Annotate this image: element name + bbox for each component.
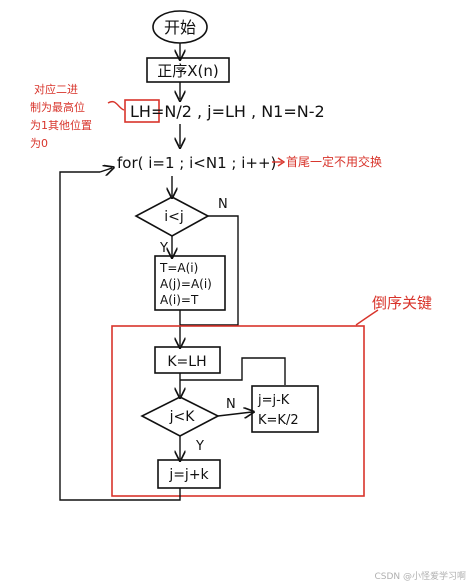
no-label-2: N bbox=[226, 397, 236, 412]
left-note-line-4: 为0 bbox=[30, 137, 48, 150]
j-add-box bbox=[157, 459, 221, 489]
left-note-arrow bbox=[107, 101, 125, 111]
left-annotation: 对应二进 制为最高位 为1其他位置 为0 bbox=[30, 82, 125, 150]
k-assign-text: K=LH bbox=[167, 354, 206, 370]
update-box bbox=[251, 385, 319, 433]
swap-box bbox=[154, 255, 226, 311]
yes-label-1: Y bbox=[159, 241, 168, 256]
swap-line-2: A(j)=A(i) bbox=[160, 277, 212, 291]
swap-line-1: T=A(i) bbox=[159, 261, 198, 275]
left-note-line-2: 制为最高位 bbox=[30, 100, 85, 114]
region-note: 倒序关键 bbox=[372, 294, 432, 312]
loop-line: for( i=1 ; i<N1 ; i++) bbox=[117, 154, 276, 172]
update-loop-back bbox=[180, 357, 286, 385]
no-label-1: N bbox=[218, 197, 228, 212]
cond-j-lt-k-label: j<K bbox=[169, 409, 196, 425]
no-branch-2 bbox=[217, 412, 252, 416]
no-branch-1 bbox=[180, 215, 239, 326]
start-label: 开始 bbox=[164, 18, 196, 37]
left-note-line-3: 为1其他位置 bbox=[30, 118, 92, 132]
left-note-line-1: 对应二进 bbox=[34, 82, 78, 96]
proc-call-box bbox=[146, 57, 230, 83]
init-line: LH=N/2 , j=LH , N1=N-2 bbox=[130, 102, 325, 121]
bit-reverse-region bbox=[111, 325, 365, 497]
j-add-text: j=j+k bbox=[168, 467, 209, 483]
k-assign-box bbox=[154, 346, 221, 374]
swap-line-3: A(i)=T bbox=[160, 293, 199, 307]
loop-note: 首尾一定不用交换 bbox=[286, 154, 382, 169]
cond-i-lt-j-label: i<j bbox=[164, 209, 184, 225]
loop-back-line bbox=[59, 171, 112, 501]
j-add-to-loop bbox=[112, 488, 181, 501]
update-line-1: j=j-K bbox=[257, 393, 290, 408]
watermark: CSDN @小怪爱学习啊 bbox=[374, 572, 466, 582]
lh-highlight-box bbox=[124, 99, 160, 123]
update-line-2: K=K/2 bbox=[258, 413, 299, 428]
yes-label-2: Y bbox=[195, 439, 204, 454]
proc-call-text: 正序X(n) bbox=[157, 62, 219, 80]
